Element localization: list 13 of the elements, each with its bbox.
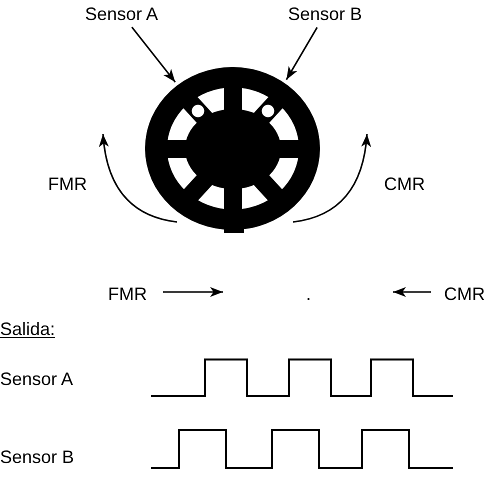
signal-label: Sensor B [0, 447, 74, 467]
direction-label: FMR [108, 284, 147, 304]
sensor-label: Sensor A [85, 4, 158, 24]
encoder-wheel-drawing [145, 67, 320, 233]
direction-label: CMR [384, 174, 425, 194]
arrow [131, 26, 176, 83]
signal-label: Sensor A [0, 369, 74, 389]
output-heading: Salida: [0, 319, 56, 339]
direction-label: FMR [48, 174, 87, 194]
direction-label: CMR [444, 284, 485, 304]
period-text: . [306, 284, 312, 304]
arrow [286, 27, 318, 80]
sensor-label: Sensor B [288, 4, 362, 24]
